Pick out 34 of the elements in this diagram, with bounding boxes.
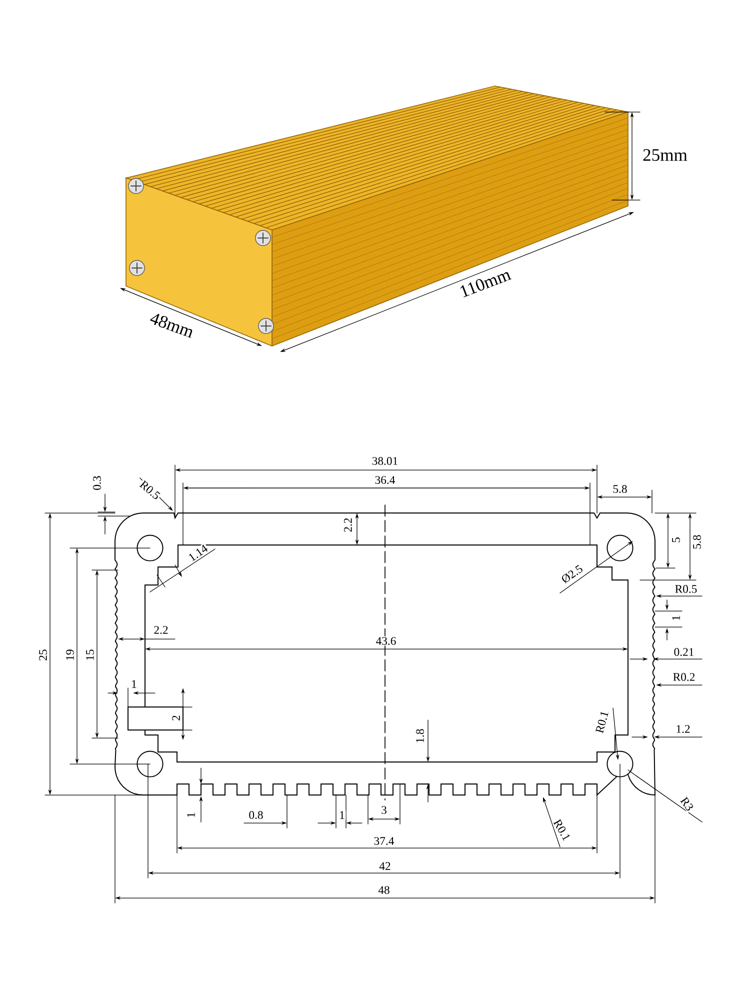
dimension-label: 2.2 bbox=[152, 625, 170, 635]
dimension-label: 48 bbox=[377, 885, 391, 895]
dimension-label: 1 bbox=[186, 811, 196, 819]
dimension-label: 25mm bbox=[642, 148, 688, 162]
dimension-label: 3 bbox=[380, 805, 388, 815]
dimension-label: R0.5 bbox=[138, 478, 162, 502]
dimension-label: R0.5 bbox=[674, 584, 698, 594]
dimension-label: 1.14 bbox=[186, 542, 210, 564]
dimension-label: R0.1 bbox=[594, 709, 610, 735]
dimension-label: 38.01 bbox=[371, 456, 399, 466]
dimension-label: 2.2 bbox=[343, 516, 353, 534]
dimension-label: 5.8 bbox=[612, 484, 628, 494]
dimension-label: 42 bbox=[378, 861, 392, 871]
dimension-label: 15 bbox=[85, 648, 95, 662]
dimension-label: 110mm bbox=[457, 266, 513, 300]
dimension-label: 5.8 bbox=[692, 534, 702, 550]
dimension-label: 1.2 bbox=[674, 724, 692, 734]
dimension-label: R0.2 bbox=[672, 672, 696, 682]
dimension-label: 1.8 bbox=[415, 728, 425, 744]
dimension-label: R3 bbox=[678, 795, 696, 813]
dimension-label: 0.21 bbox=[672, 647, 696, 657]
dimension-label: 1 bbox=[338, 810, 346, 820]
dimension-label: 19 bbox=[65, 648, 75, 662]
dimension-label: 48mm bbox=[148, 310, 196, 340]
dimension-label: 36.4 bbox=[374, 475, 396, 485]
dimension-label: 25 bbox=[38, 648, 48, 662]
dimension-label: 5 bbox=[671, 536, 681, 544]
dimension-label: 1 bbox=[671, 614, 681, 622]
dimension-label: 43.6 bbox=[374, 636, 398, 646]
dimension-label: 1 bbox=[130, 679, 138, 689]
dimension-label: 37.4 bbox=[372, 836, 396, 846]
dimension-label: 0.8 bbox=[248, 810, 264, 820]
dimension-label: 0.3 bbox=[92, 474, 102, 492]
dimension-label: Ø2.5 bbox=[559, 562, 585, 586]
